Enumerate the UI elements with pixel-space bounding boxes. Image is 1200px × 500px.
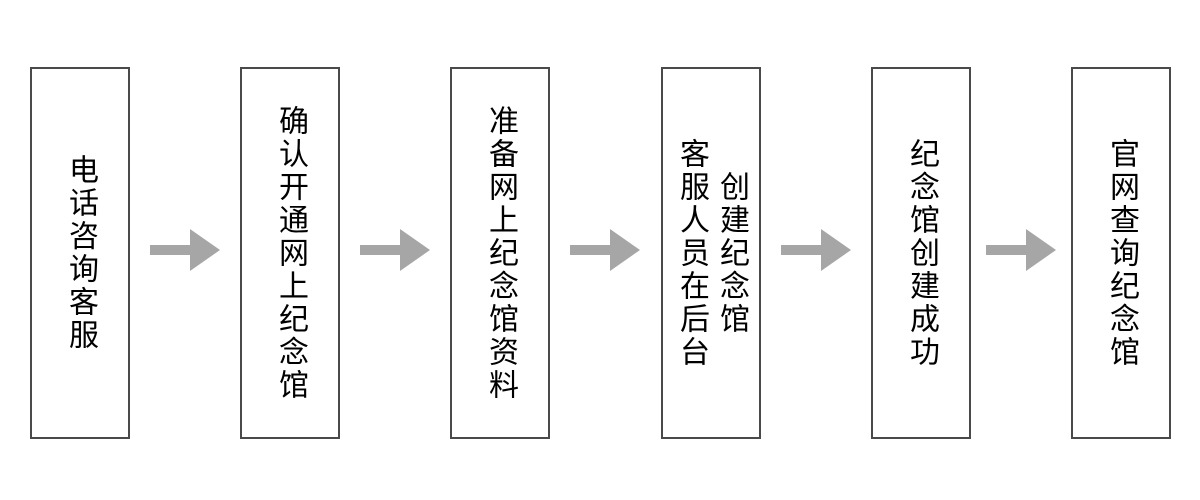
flow-step-6: 官网查询纪念馆 [1071,67,1171,439]
arrow-right-icon [570,229,640,271]
flow-step-4: 客服人员在后台 创建纪念馆 [661,67,761,439]
arrow-right-icon [781,229,851,271]
flow-step-6-label: 官网查询纪念馆 [1105,137,1138,369]
flow-step-1: 电话咨询客服 [30,67,130,439]
flow-step-4-label: 客服人员在后台 创建纪念馆 [675,137,748,369]
flow-step-3-label: 准备网上纪念馆资料 [484,104,517,402]
flow-step-1-label: 电话咨询客服 [64,154,97,352]
flow-step-2: 确认开通网上纪念馆 [240,67,340,439]
arrow-right-icon [150,229,220,271]
flow-step-2-label: 确认开通网上纪念馆 [274,104,307,402]
flow-step-3: 准备网上纪念馆资料 [450,67,550,439]
flow-step-5-label: 纪念馆创建成功 [905,137,938,369]
flow-step-5: 纪念馆创建成功 [871,67,971,439]
arrow-right-icon [986,229,1056,271]
arrow-right-icon [360,229,430,271]
